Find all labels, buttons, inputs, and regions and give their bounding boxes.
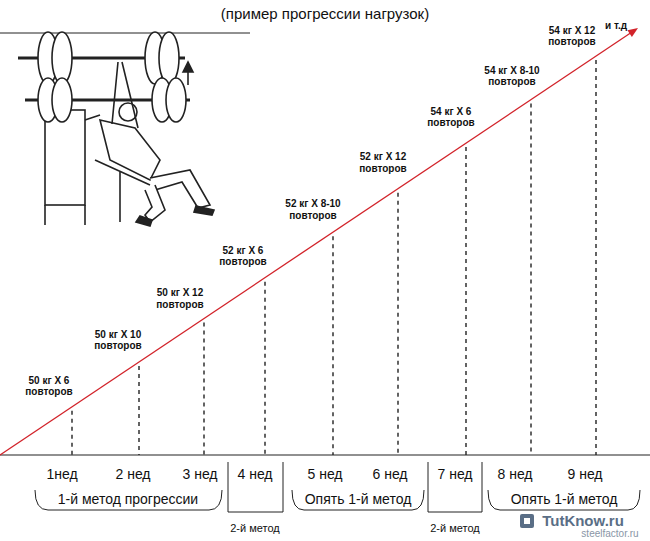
week-marker xyxy=(71,411,72,455)
week-marker xyxy=(138,366,139,455)
load-label: 52 кг X 12 повторов xyxy=(351,151,415,174)
week-label: 6 нед xyxy=(372,466,407,483)
arrow-head xyxy=(627,28,638,37)
week-box xyxy=(228,462,482,512)
week-marker xyxy=(397,193,398,455)
week-marker xyxy=(465,147,466,455)
load-label: 52 кг X 8-10 повторов xyxy=(281,198,345,221)
method-label: Опять 1-й метод xyxy=(305,491,412,508)
load-label: 54 кг X 12 повторов xyxy=(540,25,604,48)
week-label: 8 нед xyxy=(497,466,532,483)
continuation-note: и т.д xyxy=(605,20,627,31)
week-label: 1нед xyxy=(46,466,77,483)
week-label: 2 нед xyxy=(115,466,150,483)
week-label: 4 нед xyxy=(237,466,272,483)
load-label: 50 кг X 12 повторов xyxy=(148,287,212,310)
axis-line xyxy=(0,454,650,455)
frame-line xyxy=(0,33,250,34)
week-label: 7 нед xyxy=(437,466,472,483)
week-marker xyxy=(332,236,333,455)
week-marker xyxy=(203,322,204,455)
week-label: 3 нед xyxy=(182,466,217,483)
chart-title: (пример прогрессии нагрузок) xyxy=(221,5,429,23)
week-marker xyxy=(264,282,265,455)
method-label: 1-й метод прогрессии xyxy=(58,491,198,508)
progression-line xyxy=(0,32,632,455)
week-label: 9 нед xyxy=(567,466,602,483)
week-marker xyxy=(530,104,531,455)
week-label: 5 нед xyxy=(307,466,342,483)
load-label: 50 кг X 10 повторов xyxy=(86,329,150,352)
load-label: 54 кг X 8-10 повторов xyxy=(480,65,544,88)
load-label: 52 кг X 6 повторов xyxy=(211,245,275,268)
watermark: TutKnow.ru xyxy=(542,512,624,529)
watermark-icon xyxy=(520,514,534,528)
week-marker xyxy=(595,60,596,455)
load-label: 54 кг X 6 повторов xyxy=(419,106,483,129)
watermark: steelfactor.ru xyxy=(581,528,638,539)
brace xyxy=(35,490,640,510)
bench-press-figure xyxy=(18,32,214,226)
method-label: Опять 1-й метод xyxy=(511,491,618,508)
method-label: 2-й метод xyxy=(230,522,280,535)
method-label: 2-й метод xyxy=(430,522,480,535)
load-label: 50 кг X 6 повторов xyxy=(17,375,81,398)
